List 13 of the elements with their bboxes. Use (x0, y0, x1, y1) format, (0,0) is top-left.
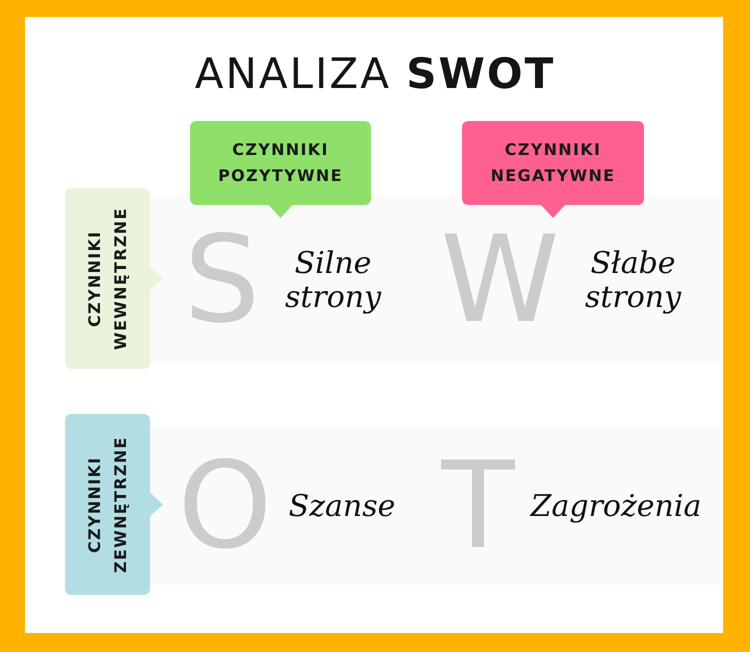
category-label: CZYNNIKI ZEWNĘTRZNE (84, 435, 130, 575)
quadrant-label: Słabe strony (584, 247, 682, 315)
category-label: CZYNNIKI NEGATYWNE (490, 139, 616, 187)
quadrant-label: Silne strony (284, 247, 382, 315)
speech-bubble (462, 121, 644, 218)
category-label: CZYNNIKI POZYTYWNE (217, 139, 344, 187)
quadrant-label: Zagrożenia (530, 490, 702, 524)
category-label: CZYNNIKI WEWNĘTRZNE (84, 206, 130, 352)
speech-bubble (65, 188, 163, 369)
title: ANALIZA SWOT (194, 48, 556, 100)
speech-bubble (65, 414, 163, 595)
speech-bubble (190, 121, 371, 218)
quadrant-label: Szanse (288, 490, 396, 524)
